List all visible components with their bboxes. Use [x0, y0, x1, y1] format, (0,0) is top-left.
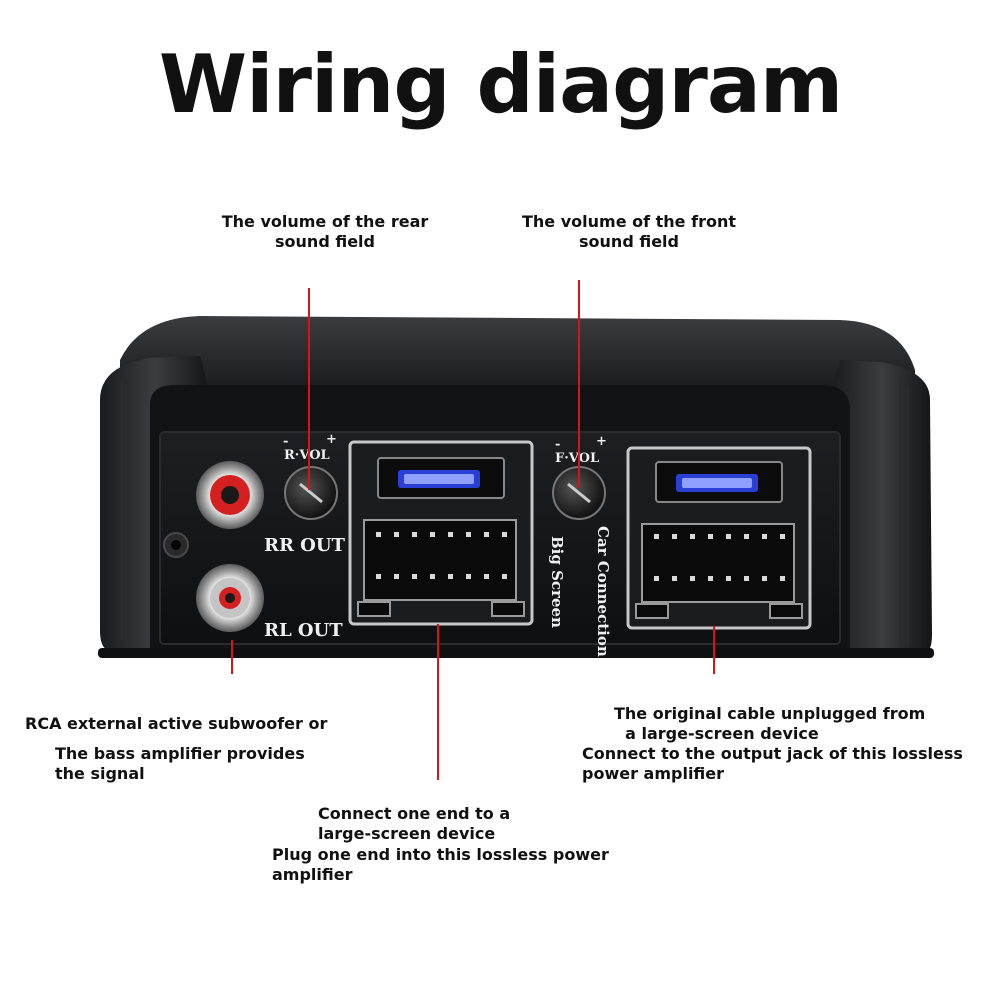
f-vol-plus: + [596, 434, 607, 449]
original-cable-note: The original cable unplugged from a larg… [614, 704, 926, 743]
leader-line-big-screen [437, 624, 439, 780]
rca-jack-upper [196, 461, 264, 529]
car-connection-label: Car Connection [594, 526, 612, 657]
rear-volume-knob [284, 466, 338, 520]
plug-end-note: Plug one end into this lossless power am… [272, 845, 609, 884]
leader-line-car-connection [713, 626, 715, 674]
r-vol-plus: + [326, 432, 337, 447]
rca-note-2: The bass amplifier provides the signal [55, 744, 305, 783]
rr-out-label: RR OUT [264, 535, 345, 556]
leader-line-rca [231, 640, 233, 674]
output-jack-note: Connect to the output jack of this lossl… [582, 744, 963, 783]
rca-jack-lower [196, 564, 264, 632]
leader-line-rear-volume [308, 288, 310, 490]
connect-end-note: Connect one end to a large-screen device [318, 804, 511, 843]
f-vol-minus: - [555, 437, 561, 452]
r-vol-label: R·VOL [284, 448, 330, 463]
f-vol-label: F·VOL [555, 451, 599, 466]
rl-out-label: RL OUT [264, 620, 343, 641]
rca-note: RCA external active subwoofer or [25, 714, 328, 733]
leader-line-front-volume [578, 280, 580, 488]
front-volume-note: The volume of the front sound field [522, 212, 736, 251]
big-screen-connector [348, 440, 534, 626]
rear-volume-note: The volume of the rear sound field [221, 212, 429, 251]
page-title: Wiring diagram [158, 38, 843, 131]
r-vol-minus: - [283, 434, 289, 449]
car-connection-connector [626, 446, 812, 630]
big-screen-label: Big Screen [548, 536, 566, 628]
